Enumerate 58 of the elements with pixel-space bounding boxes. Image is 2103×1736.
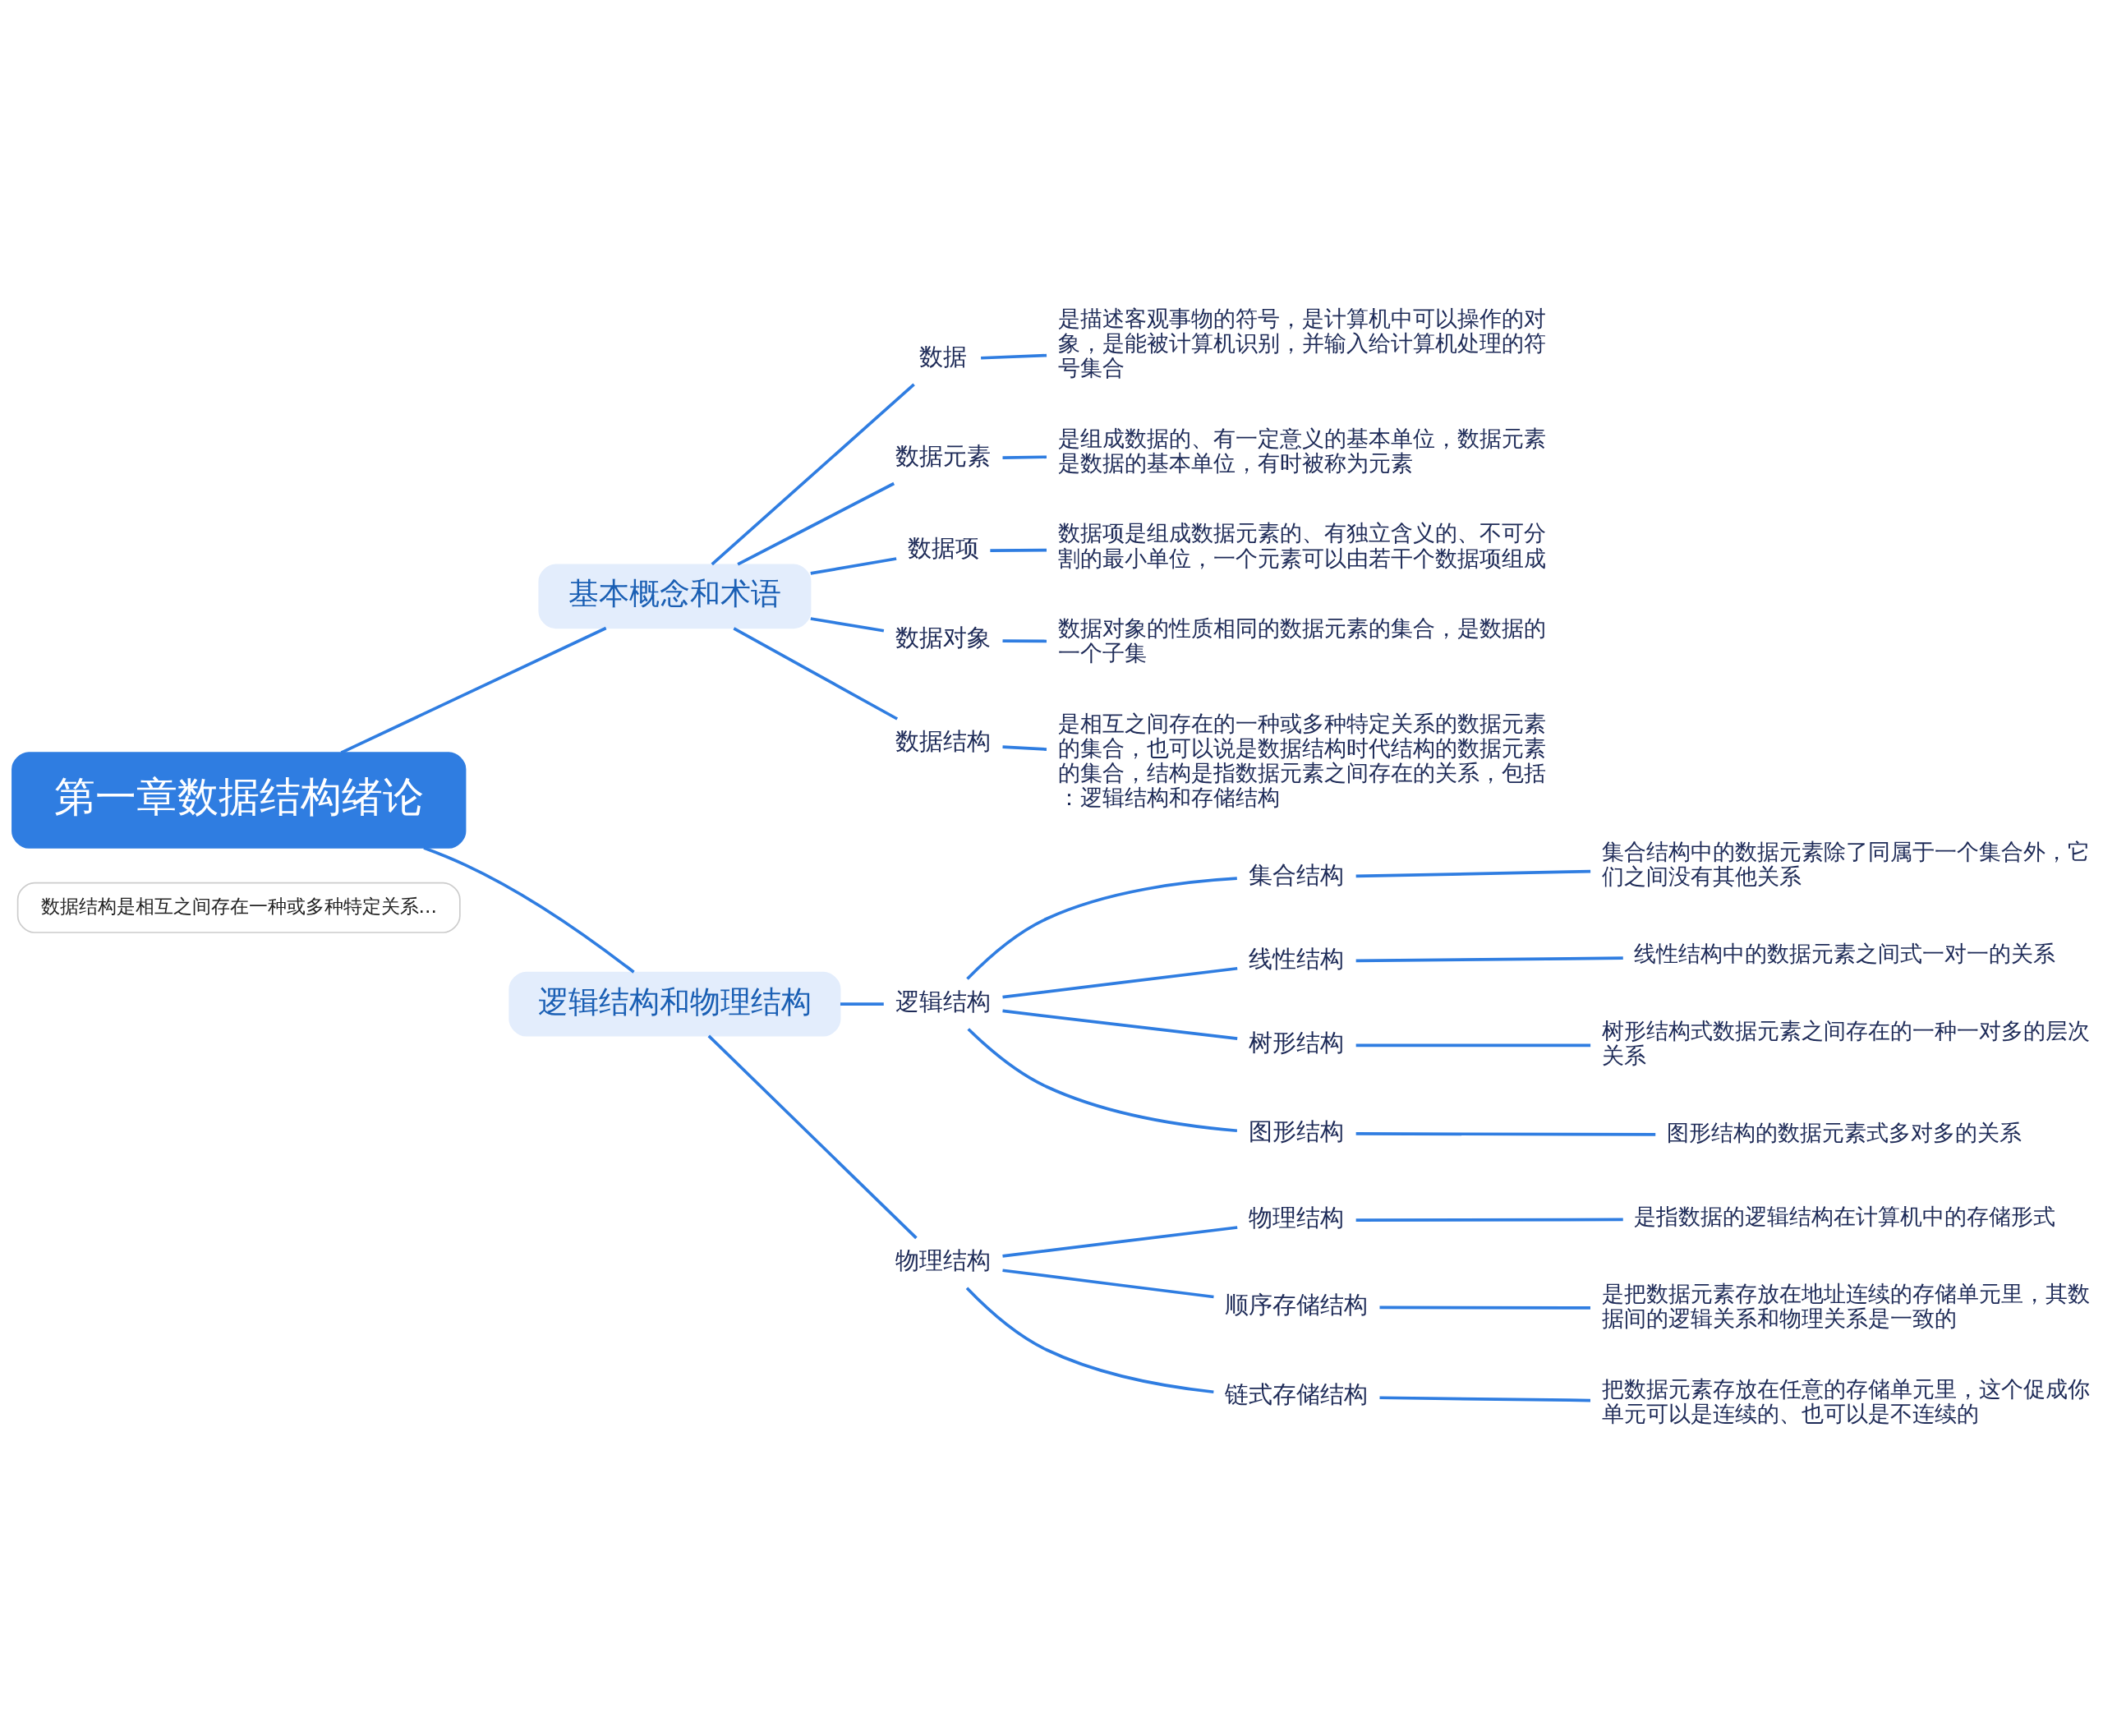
node-text: 集合结构 <box>1249 861 1345 889</box>
connector <box>840 1002 884 1006</box>
connector <box>707 1034 918 1239</box>
node-text: 树形结构式数据元素之间存在的一种一对多的层次关系 <box>1601 1017 2090 1068</box>
connector <box>810 616 885 633</box>
node-box: 数据结构是相互之间存在一种或多种特定关系... <box>16 882 461 933</box>
node-text: 数据项是组成数据元素的、有独立含义的、不可分割的最小单位，一个元素可以由若干个数据项组成 <box>1057 519 1546 571</box>
node-text: 是描述客观事物的符号，是计算机中可以操作的对象，是能被计算机识别，并输入给计算机处理的符号集合 <box>1057 305 1546 380</box>
connector <box>711 382 915 565</box>
node-text: 是指数据的逻辑结构在计算机中的存储形式 <box>1634 1203 2056 1229</box>
connector <box>1379 1305 1590 1310</box>
node-text: 树形结构 <box>1249 1029 1345 1057</box>
connector <box>1379 1395 1591 1402</box>
node-text: 顺序存储结构 <box>1225 1291 1369 1319</box>
connector <box>423 845 635 974</box>
node-text: 数据项 <box>907 534 979 562</box>
connector <box>965 1287 1214 1393</box>
node-text: 数据结构 <box>895 727 992 755</box>
connector <box>1002 1225 1238 1258</box>
connector <box>981 353 1047 360</box>
node-text: 集合结构中的数据元素除了同属于一个集合外，它们之间没有其他关系 <box>1601 838 2090 889</box>
connector <box>1002 744 1047 751</box>
connector <box>1355 955 1623 962</box>
node-text: 数据 <box>919 343 968 371</box>
node-text: 线性结构 <box>1249 945 1345 973</box>
connector <box>810 556 897 575</box>
node-box: 逻辑结构和物理结构 <box>508 971 841 1037</box>
connector <box>1355 869 1591 877</box>
node-text: 是相互之间存在的一种或多种特定关系的数据元素的集合，也可以说是数据结构时代结构的数据元素的集合，结构是指数据元素之间存在的关系，包括：逻辑结构和存储结构 <box>1057 710 1546 810</box>
connector <box>340 626 607 754</box>
connector <box>1002 1268 1214 1298</box>
connector <box>1355 1043 1591 1047</box>
connector <box>733 626 899 721</box>
connector <box>1355 1218 1623 1222</box>
connector <box>1355 1131 1656 1136</box>
connector <box>990 548 1047 552</box>
node-text: 物理结构 <box>895 1246 992 1274</box>
node-text: 线性结构中的数据元素之间式一对一的关系 <box>1634 940 2056 966</box>
connector <box>737 481 895 566</box>
node-text: 把数据元素存放在任意的存储单元里，这个促成你单元可以是连续的、也可以是不连续的 <box>1601 1375 2090 1426</box>
connector <box>1002 966 1238 998</box>
connector <box>967 1027 1238 1132</box>
connector <box>1002 1009 1238 1040</box>
node-text: 图形结构的数据元素式多对多的关系 <box>1666 1119 2022 1145</box>
node-box: 基本概念和术语 <box>538 563 812 629</box>
node-text: 数据元素 <box>895 442 992 470</box>
node-text: 链式存储结构 <box>1225 1380 1369 1408</box>
connector <box>966 876 1237 980</box>
node-text: 是组成数据的、有一定意义的基本单位，数据元素是数据的基本单位，有时被称为元素 <box>1057 425 1546 476</box>
node-text: 是把数据元素存放在地址连续的存储单元里，其数据间的逻辑关系和物理关系是一致的 <box>1601 1280 2090 1331</box>
node-text: 逻辑结构 <box>895 988 992 1015</box>
node-text: 图形结构 <box>1249 1117 1345 1145</box>
connector <box>1002 454 1047 459</box>
node-text: 物理结构 <box>1249 1204 1345 1232</box>
node-text: 数据对象的性质相同的数据元素的集合，是数据的一个子集 <box>1057 615 1546 665</box>
connector <box>1002 638 1047 642</box>
node-text: 数据对象 <box>895 624 992 652</box>
node-box: 第一章数据结构绪论 <box>12 751 467 849</box>
